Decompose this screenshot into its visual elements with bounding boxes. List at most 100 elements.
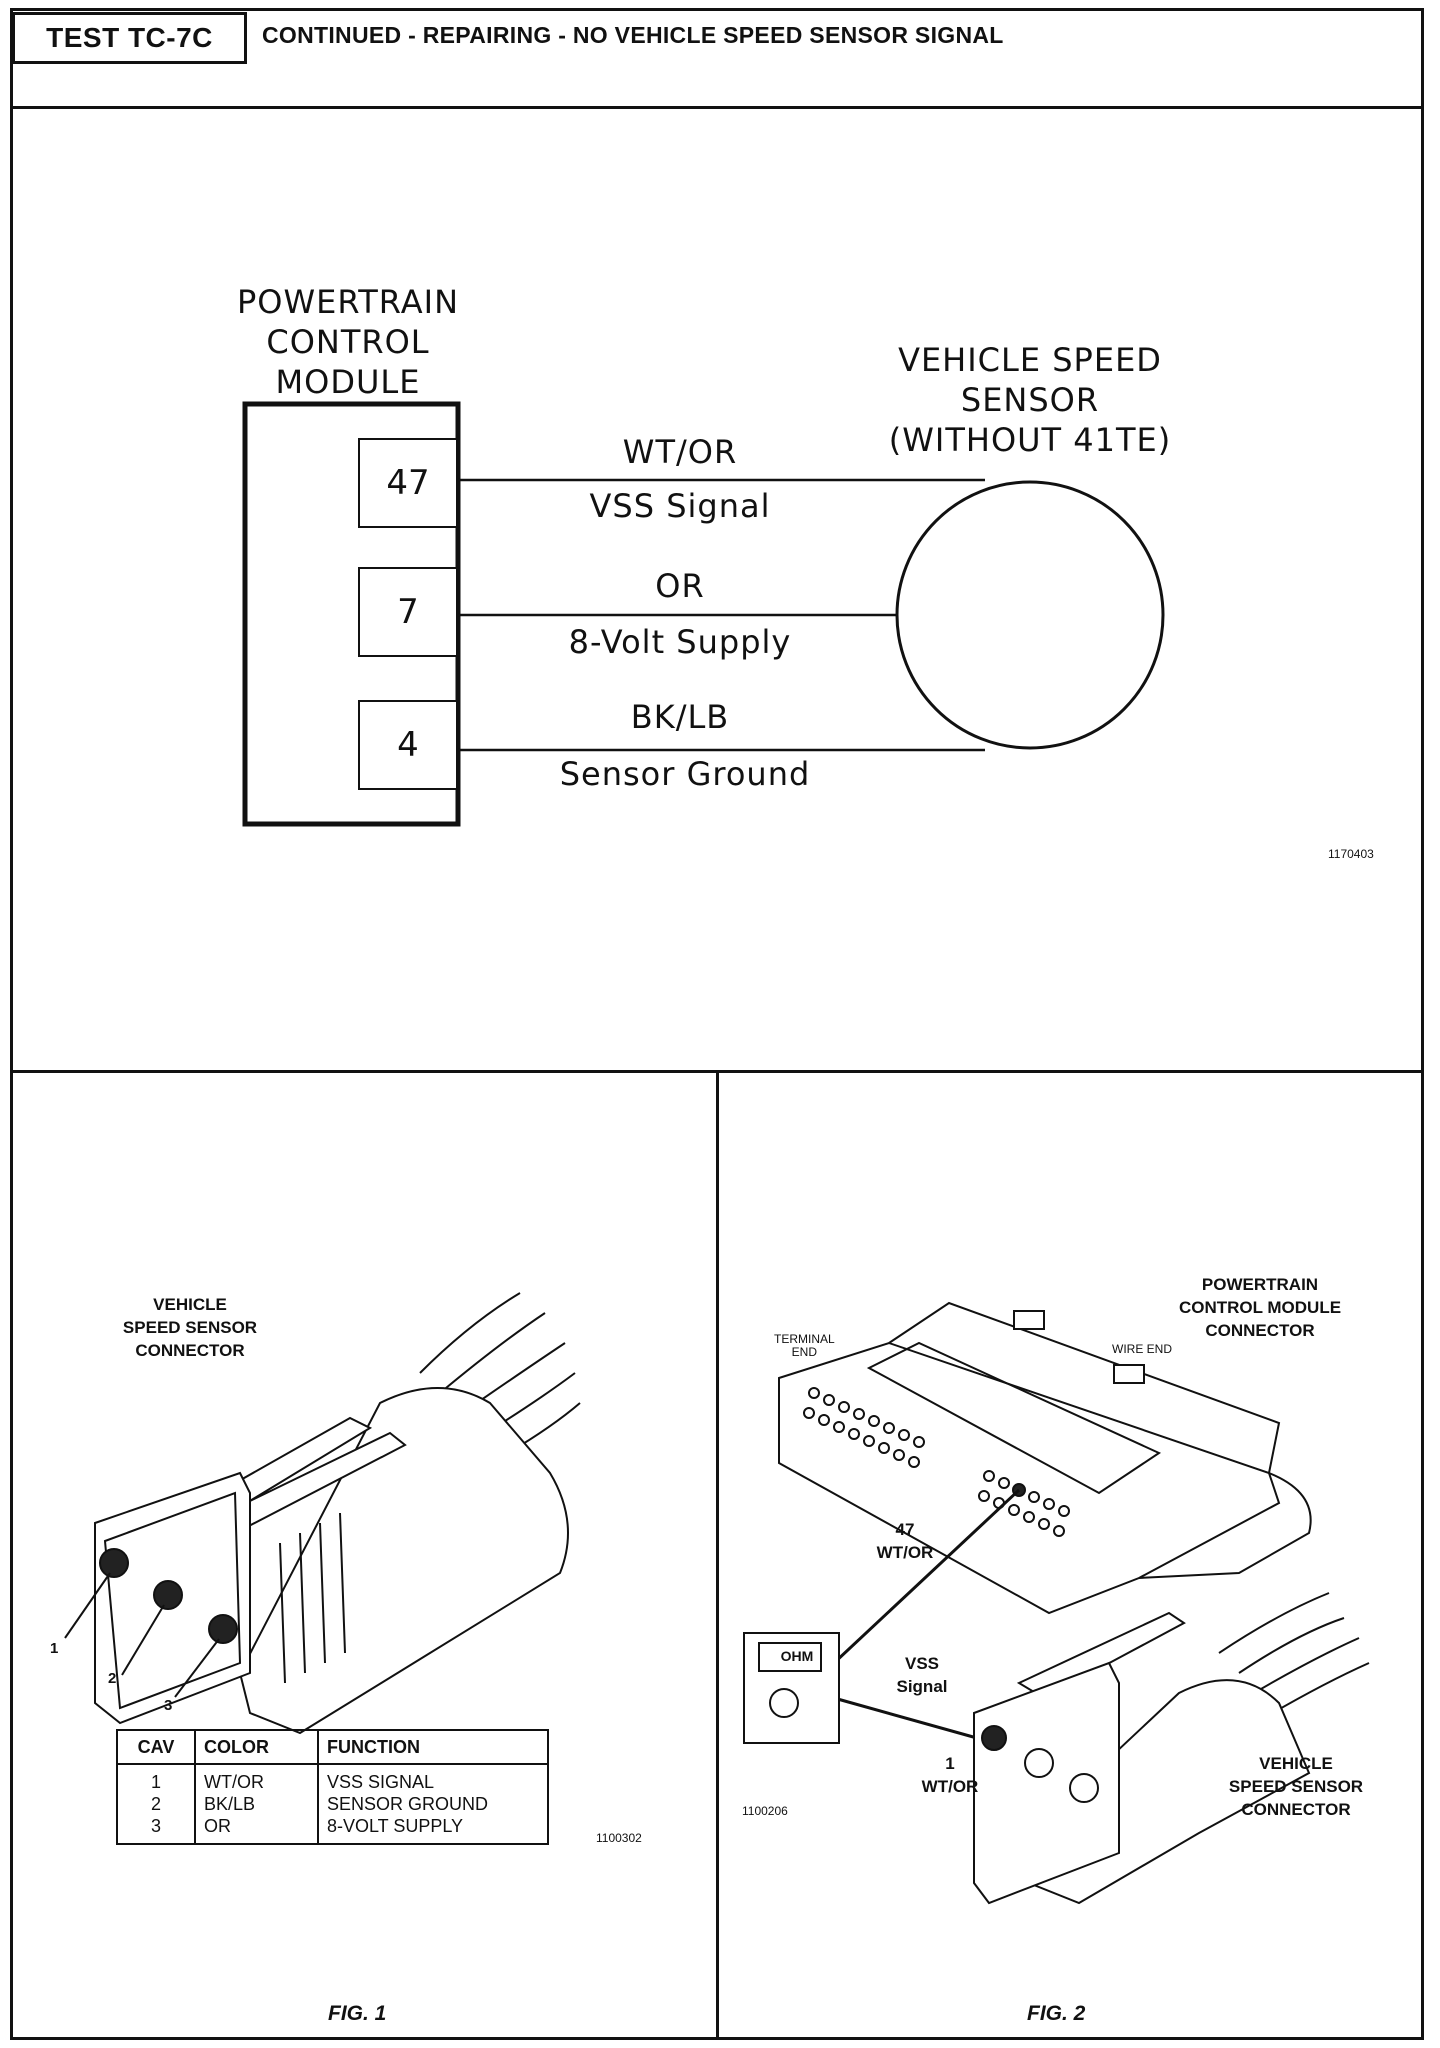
cell-function: SENSOR GROUND [317,1793,549,1815]
cell-cav: 3 [116,1815,196,1845]
fig1-label-line3: CONNECTOR [135,1341,245,1360]
fig2-sensor-connector-label: VEHICLE SPEED SENSOR CONNECTOR [1196,1752,1396,1821]
header-divider [10,106,1424,109]
sensor-label-line3: (WITHOUT 41TE) [888,421,1172,459]
pin-number: 7 [397,592,419,632]
pcm-connector-body [778,1341,1281,1615]
vss-signal-label: VSS Signal [872,1652,972,1698]
connector-face-inner [103,1491,242,1710]
fig2-cavity-3 [1069,1773,1099,1803]
pin1-label: 1 WT/OR [900,1752,1000,1798]
table-row: 1 WT/OR VSS SIGNAL [116,1764,549,1793]
test-id: TEST TC-7C [46,22,213,53]
pcm-connector-top [888,1301,1281,1474]
pcm-latch-2 [1113,1364,1145,1384]
fig2-pcm-label-line3: CONNECTOR [1205,1321,1315,1340]
vss-line1: VSS [904,1654,940,1673]
pcm-connector-end [1138,1472,1312,1579]
pin-number: 4 [397,725,419,765]
test-lead-pin47 [832,1488,1021,1665]
fig1-label-line2: SPEED SENSOR [122,1318,258,1337]
cavity-3 [208,1614,238,1644]
fig1-connector-drawing [64,1292,581,1735]
pcm-pin-row-1 [803,1387,1070,1537]
wire-color-7: OR [655,567,705,605]
fig2-caption: FIG. 2 [1027,2002,1086,2025]
pcm-label-line2: CONTROL [266,323,430,361]
schematic-figure-id: 1170403 [1328,847,1374,861]
pcm-connector-top-inner [866,1341,1162,1495]
fig1-callout-3: 3 [164,1697,173,1714]
col-header-cav: CAV [116,1729,196,1765]
vehicle-speed-sensor-circle [895,480,1165,750]
fig1-label-line1: VEHICLE [153,1295,227,1314]
fig2-wires [1218,1592,1370,1719]
table-row: 3 OR 8-VOLT SUPPLY [116,1815,549,1845]
circuit-name-4: Sensor Ground [559,755,811,793]
pin1-number: 1 [945,1754,955,1773]
circuit-name-47: VSS Signal [589,487,771,525]
fig2-cavity-1 [981,1725,1007,1751]
connector-body [238,1387,569,1735]
fig1-caption: FIG. 1 [328,2002,387,2025]
col-header-color: COLOR [194,1729,319,1765]
cavity-table: CAV COLOR FUNCTION 1 WT/OR VSS SIGNAL 2 … [116,1729,549,1845]
fig1-figure-id: 1100302 [596,1831,642,1845]
pin47-color: WT/OR [876,1543,934,1562]
figure-divider [716,1070,719,2040]
pcm-label-line1: POWERTRAIN [237,283,459,321]
vss-line2: Signal [896,1677,948,1696]
test-id-box: TEST TC-7C [12,12,247,64]
circuit-name-7: 8-Volt Supply [568,623,792,661]
schematic-diagram [242,401,1165,827]
cell-function: VSS SIGNAL [317,1764,549,1793]
pin47-label: 47 WT/OR [855,1518,955,1564]
sensor-label-line1: VEHICLE SPEED [898,341,1162,379]
fig1-callout-2: 2 [108,1670,117,1687]
connector-ribs [279,1512,346,1684]
fig2-pcm-label-line2: CONTROL MODULE [1178,1298,1342,1317]
meter-display-text: OHM [780,1648,814,1664]
fig2-connector-drawing [743,1301,1370,1905]
fig1-connector-label: VEHICLE SPEED SENSOR CONNECTOR [90,1293,290,1362]
cell-cav: 1 [116,1764,196,1793]
pcm-label: POWERTRAIN CONTROL MODULE [218,282,478,402]
table-row: 2 BK/LB SENSOR GROUND [116,1793,549,1815]
cavity-2 [153,1580,183,1610]
fig1-callout-1: 1 [50,1640,59,1657]
sensor-label: VEHICLE SPEED SENSOR (WITHOUT 41TE) [860,340,1200,460]
callout-leader-2 [121,1604,165,1676]
wire-color-47: WT/OR [622,433,738,471]
fig2-sensor-line2: SPEED SENSOR [1228,1777,1364,1796]
test-lead-pin1 [833,1696,985,1742]
pcm-pin-47: 47 [358,438,458,528]
fig2-sensor-line3: CONNECTOR [1241,1800,1351,1819]
page-title: CONTINUED - REPAIRING - NO VEHICLE SPEED… [262,22,1004,48]
cell-color: BK/LB [194,1793,319,1815]
pcm-pin-4: 4 [358,700,458,790]
sensor-label-line2: SENSOR [960,381,1100,419]
pcm-label-line3: MODULE [275,363,421,401]
ohmmeter-dial-icon [769,1688,799,1718]
cavity-1 [99,1548,129,1578]
cell-color: WT/OR [194,1764,319,1793]
terminal-end-label: TERMINAL END [774,1333,835,1359]
pin1-color: WT/OR [921,1777,979,1796]
callout-leader-1 [64,1572,111,1639]
fig2-cavity-2 [1024,1748,1054,1778]
pin-number: 47 [386,463,430,503]
wire-lines [419,1292,581,1469]
table-header-row: CAV COLOR FUNCTION [116,1729,549,1765]
col-header-function: FUNCTION [317,1729,549,1765]
pcm-pin-7: 7 [358,567,458,657]
cell-cav: 2 [116,1793,196,1815]
fig2-sensor-front [973,1661,1120,1905]
cell-function: 8-VOLT SUPPLY [317,1815,549,1845]
terminal-end-line2: END [791,1345,818,1359]
callout-leader-3 [174,1638,220,1698]
pin47-number: 47 [895,1520,915,1539]
wire-end-label: WIRE END [1112,1342,1172,1356]
terminal-end-line1: TERMINAL [774,1332,835,1346]
cell-color: OR [194,1815,319,1845]
ohmmeter-display [758,1642,822,1672]
